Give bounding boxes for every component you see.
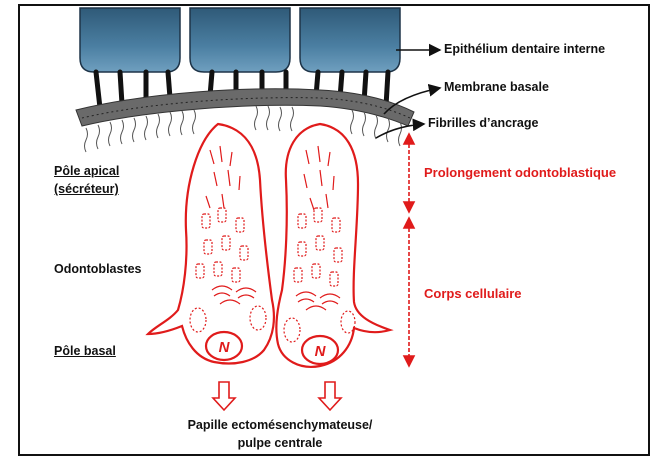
label-prolongement: Prolongement odontoblastique xyxy=(424,165,616,180)
odontoblast-cell-right xyxy=(276,124,390,367)
label-fibrils: Fibrilles d’ancrage xyxy=(428,116,538,131)
arrow-down-right xyxy=(319,382,341,410)
nucleus-label-right: N xyxy=(315,343,327,360)
leader-fibrils xyxy=(376,124,424,138)
epithelial-cells xyxy=(80,8,400,72)
label-pole-apical: Pôle apical xyxy=(54,164,119,179)
label-odontoblastes: Odontoblastes xyxy=(54,262,142,277)
odontoblast-cell-left xyxy=(148,124,274,364)
label-pole-apical-secretory: (sécréteur) xyxy=(54,182,119,197)
red-range-arrows xyxy=(404,134,414,366)
label-corps-cellulaire: Corps cellulaire xyxy=(424,286,522,301)
label-pulpe: pulpe centrale xyxy=(160,436,400,451)
label-papille: Papille ectomésenchymateuse/ xyxy=(160,418,400,433)
nucleus-label-left: N xyxy=(219,339,231,356)
label-epithelium: Epithélium dentaire interne xyxy=(444,42,605,57)
label-membrane: Membrane basale xyxy=(444,80,549,95)
label-pole-basal: Pôle basal xyxy=(54,344,116,359)
arrow-down-left xyxy=(213,382,235,410)
